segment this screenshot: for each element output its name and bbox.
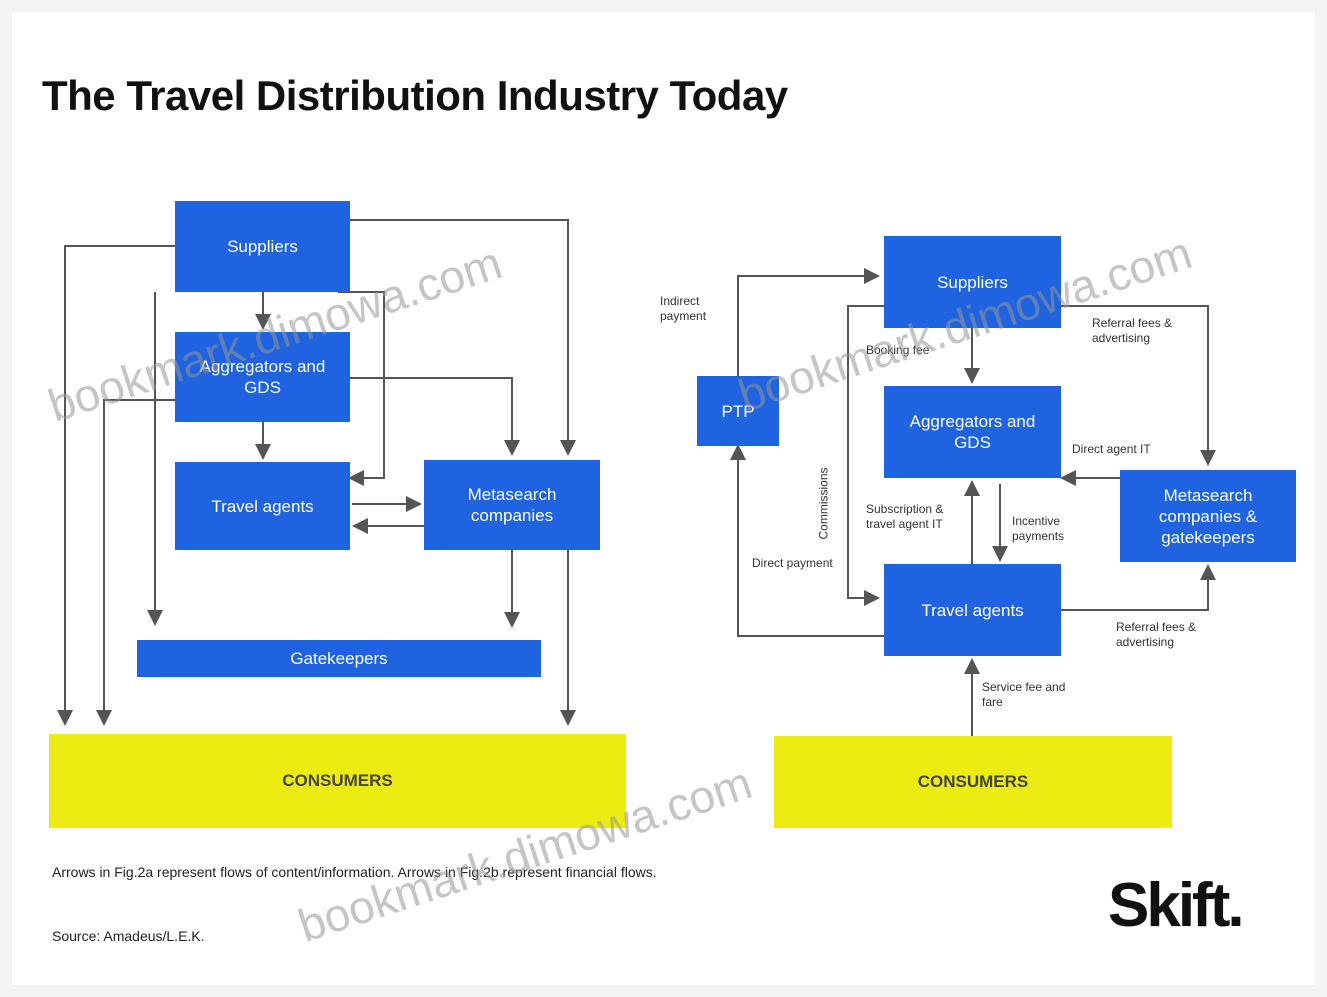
label-referral-fees-top: Referral fees & advertising [1092,316,1173,345]
label-direct-payment: Direct payment [752,556,833,570]
arrow-ptp-to-suppliers [737,268,880,376]
fig-b-ptp-box: PTP [697,376,779,446]
arrow-suppliers-to-travel-agents-commission [847,305,884,606]
label-incentive-payments: Incentive payments [1012,514,1065,543]
fig-a-gatekeepers-box: Gatekeepers [137,640,541,677]
arrow-suppliers-to-travel-agents [338,291,385,486]
label-service-fee: Service fee and fare [982,680,1066,709]
fig-a-travel-agents-box: Travel agents [175,462,350,550]
arrow-suppliers-to-consumers [57,245,175,726]
fig-b-consumers-box: CONSUMERS [774,736,1172,828]
label-referral-fees-bottom: Referral fees & advertising [1116,620,1197,649]
arrow-suppliers-to-metasearch [350,219,576,456]
label-subscription: Subscription & travel agent IT [866,502,944,531]
fig-a-suppliers-box: Suppliers [175,201,350,292]
arrow-aggregators-to-consumers [96,399,175,726]
footnote-arrows: Arrows in Fig.2a represent flows of cont… [52,864,657,880]
arrow-travel-agents-to-ptp [730,444,884,637]
fig-b-aggregators-box: Aggregators and GDS [884,386,1061,478]
arrow-travel-agents-to-metasearch-referral [1060,564,1216,611]
fig-a-metasearch-box: Metasearch companies [424,460,600,550]
page-title: The Travel Distribution Industry Today [42,72,788,119]
fig-a-consumers-box: CONSUMERS [49,734,626,828]
fig-b-metasearch-box: Metasearch companies & gatekeepers [1120,470,1296,562]
arrow-suppliers-to-metasearch-referral [1060,305,1216,466]
label-commissions: Commissions [816,467,831,540]
footnote-source: Source: Amadeus/L.E.K. [52,928,205,944]
arrow-aggregators-to-metasearch [350,377,520,456]
fig-b-suppliers-box: Suppliers [884,236,1061,328]
skift-logo: Skift. [1108,871,1245,940]
label-booking-fee: Booking fee [866,343,930,357]
label-direct-agent-it: Direct agent IT [1072,442,1151,456]
fig-b-travel-agents-box: Travel agents [884,564,1061,656]
fig-a-aggregators-box: Aggregators and GDS [175,332,350,422]
label-indirect-payment: Indirect payment [660,294,707,323]
